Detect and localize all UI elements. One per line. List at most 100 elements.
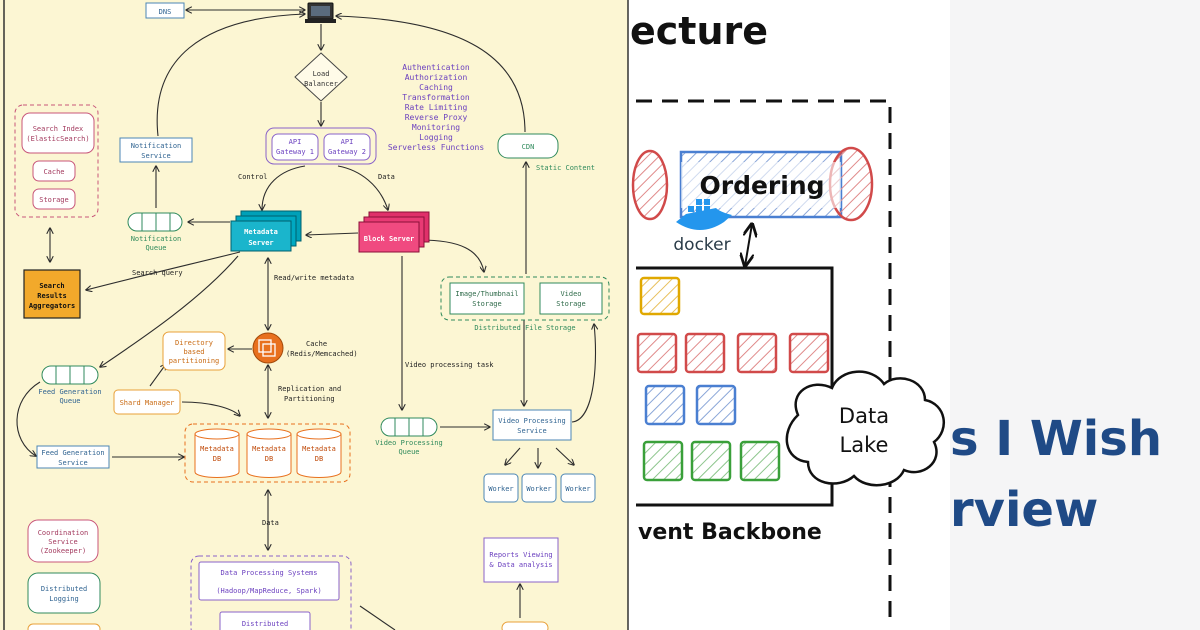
directory-partitioning-node: Directory based partitioning (162, 331, 226, 371)
event-backbone-label: vent Backbone (638, 520, 822, 545)
svg-text:Reverse Proxy: Reverse Proxy (405, 113, 468, 122)
svg-text:& Data analysis: & Data analysis (489, 561, 552, 569)
svg-text:Metadata: Metadata (244, 228, 278, 236)
svg-text:API: API (289, 138, 302, 146)
title-line-1: s I Wish (950, 411, 1162, 467)
cache-redis-node: Cache (Redis/Memcached) (252, 332, 358, 364)
svg-text:Logging: Logging (49, 595, 79, 603)
worker-2: Worker (521, 473, 557, 503)
svg-text:Data: Data (839, 404, 889, 428)
video-processing-queue-node: Video Processing Queue (375, 417, 443, 456)
svg-text:Video: Video (560, 290, 581, 298)
svg-text:DB: DB (315, 455, 323, 463)
metadata-db-3: Metadata DB (296, 428, 342, 478)
partial-bottom-node-2 (501, 621, 549, 630)
search-query-label: Search query (132, 269, 183, 277)
svg-text:Balancer: Balancer (304, 80, 338, 88)
svg-text:Caching: Caching (419, 83, 453, 92)
event-blocks (636, 276, 830, 482)
architecture-diagram-panel: DNS Load Balancer Authentication Authori… (0, 0, 629, 630)
svg-text:Results: Results (37, 292, 67, 300)
metadata-server-node: Metadata Server (230, 210, 302, 252)
distributed-file-storage-group: Image/Thumbnail Storage Video Storage Di… (440, 276, 610, 332)
svg-text:Metadata: Metadata (302, 445, 336, 453)
partial-bottom-node (27, 623, 101, 630)
svg-text:Search: Search (39, 282, 64, 290)
svg-text:Block Server: Block Server (364, 235, 415, 243)
svg-text:Gateway 2: Gateway 2 (328, 148, 366, 156)
svg-text:Queue: Queue (145, 244, 166, 252)
svg-text:API: API (341, 138, 354, 146)
svg-text:partitioning: partitioning (169, 357, 220, 365)
svg-text:Storage: Storage (472, 300, 502, 308)
svg-text:Search Index: Search Index (33, 125, 84, 133)
svg-text:Lake: Lake (840, 433, 889, 457)
replication-label-1: Replication and (278, 385, 341, 393)
svg-text:Transformation: Transformation (402, 93, 470, 102)
data-top-label: Data (378, 173, 395, 181)
svg-text:Rate Limiting: Rate Limiting (405, 103, 468, 112)
svg-text:Cache: Cache (306, 340, 327, 348)
control-label: Control (238, 173, 268, 181)
dns-node: DNS (145, 2, 185, 19)
svg-text:Storage: Storage (39, 196, 69, 204)
svg-text:Notification: Notification (131, 142, 182, 150)
svg-text:Image/Thumbnail: Image/Thumbnail (455, 290, 518, 298)
notification-queue-node: Notification Queue (127, 212, 183, 252)
search-cluster: Search Index (ElasticSearch) Cache Stora… (14, 104, 99, 218)
event-driven-diagram-panel: ecture Ordering docker (629, 0, 1200, 630)
svg-text:Monitoring: Monitoring (412, 123, 460, 132)
replication-label-2: Partitioning (284, 395, 335, 403)
svg-text:Service: Service (48, 538, 78, 546)
distributed-logging-node: Distributed Logging (27, 572, 101, 614)
svg-text:Video Processing: Video Processing (498, 417, 565, 425)
docker-icon: docker (673, 199, 732, 255)
svg-text:Distributed File Storage: Distributed File Storage (474, 324, 575, 332)
svg-text:Feed Generation: Feed Generation (38, 388, 101, 396)
svg-text:Aggregators: Aggregators (29, 302, 75, 310)
static-content-label: Static Content (536, 164, 595, 172)
svg-text:Service: Service (517, 427, 547, 435)
reports-node: Reports Viewing & Data analysis (483, 537, 559, 583)
title-line-2: rview (950, 482, 1098, 538)
worker-1: Worker (483, 473, 519, 503)
panel-gutter (629, 0, 635, 630)
svg-text:Distributed: Distributed (41, 585, 87, 593)
connectors (16, 10, 596, 630)
svg-text:(ElasticSearch): (ElasticSearch) (26, 135, 89, 143)
svg-text:Data Processing Systems: Data Processing Systems (221, 569, 318, 577)
svg-text:Metadata: Metadata (200, 445, 234, 453)
svg-text:Storage: Storage (556, 300, 586, 308)
panel-background (0, 0, 628, 630)
svg-text:docker: docker (673, 235, 730, 255)
metadata-db-2: Metadata DB (246, 428, 292, 478)
heading-fragment: ecture (630, 9, 768, 53)
video-processing-service-node: Video Processing Service (492, 409, 572, 441)
computer-icon (305, 2, 336, 23)
cdn-node: CDN Static Content (497, 133, 595, 172)
svg-text:Queue: Queue (398, 448, 419, 456)
svg-text:Serverless Functions: Serverless Functions (388, 143, 485, 152)
data-processing-group: Data Processing Systems (Hadoop/MapReduc… (190, 555, 352, 630)
svg-text:Worker: Worker (526, 485, 551, 493)
svg-text:Service: Service (58, 459, 88, 467)
svg-text:Distributed: Distributed (242, 620, 288, 628)
read-write-label: Read/write metadata (274, 274, 354, 282)
metadata-db-1: Metadata DB (194, 428, 240, 478)
svg-text:Coordination: Coordination (38, 529, 89, 537)
ordering-backbone-arrow (745, 224, 752, 266)
svg-text:Authorization: Authorization (405, 73, 468, 82)
svg-text:Reports Viewing: Reports Viewing (489, 551, 552, 559)
svg-text:Metadata: Metadata (252, 445, 286, 453)
svg-text:Worker: Worker (565, 485, 590, 493)
svg-text:(Redis/Memcached): (Redis/Memcached) (286, 350, 358, 358)
svg-text:Queue: Queue (59, 397, 80, 405)
coordination-service-node: Coordination Service (Zookeeper) (27, 519, 99, 563)
svg-text:based: based (183, 348, 204, 356)
svg-text:Shard Manager: Shard Manager (120, 399, 175, 407)
svg-text:Worker: Worker (488, 485, 513, 493)
svg-text:Logging: Logging (419, 133, 453, 142)
svg-text:Authentication: Authentication (402, 63, 470, 72)
data-bottom-label: Data (262, 519, 279, 527)
